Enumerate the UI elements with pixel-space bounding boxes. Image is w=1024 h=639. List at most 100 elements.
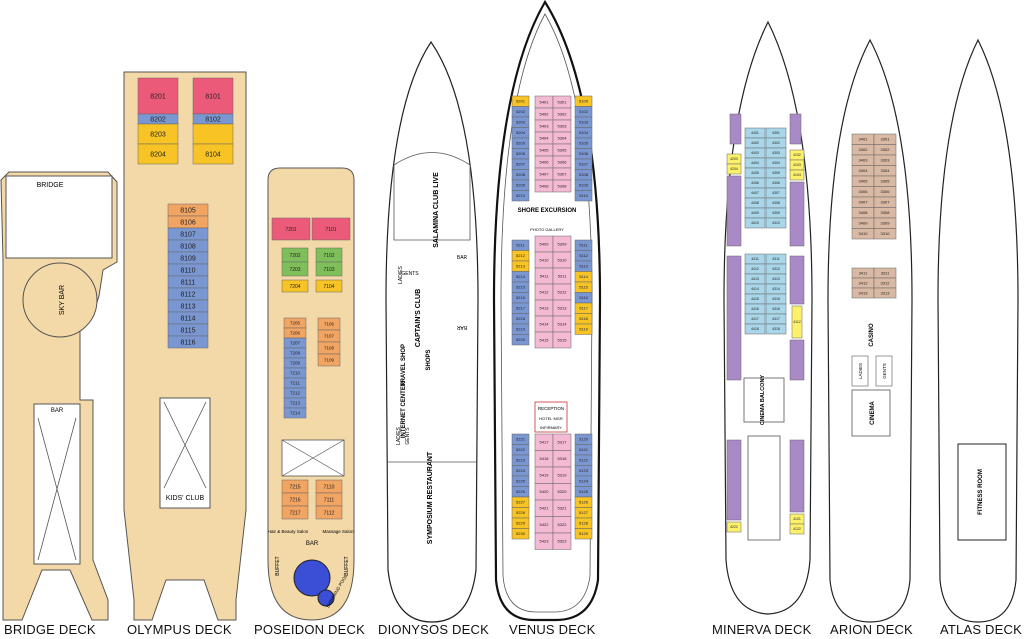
cabin-3307: 3307 xyxy=(873,196,897,208)
cabin-4122: 4122 xyxy=(789,523,805,535)
cabin-number: 8203 xyxy=(150,131,166,138)
cabin-5216: 5216 xyxy=(511,292,530,304)
cabin-box xyxy=(281,261,309,277)
minerva-cabins: 4203420441024103410444014402440344044405… xyxy=(726,113,805,535)
cabin-5102: 5102 xyxy=(574,106,593,118)
cabin-5120: 5120 xyxy=(574,433,593,445)
cabin-4304: 4304 xyxy=(765,157,787,169)
cabin-4312: 4312 xyxy=(765,263,787,275)
cabin-number: 8102 xyxy=(205,116,221,123)
cabin-5411: 5411 xyxy=(534,267,554,285)
cabin-number: 5214 xyxy=(516,274,526,279)
cabin-7201: 7201 xyxy=(271,217,311,241)
cabin-4408: 4408 xyxy=(744,197,766,209)
cabin-8107: 8107 xyxy=(167,227,209,241)
cabin-5407: 5407 xyxy=(534,167,554,181)
cabin-box xyxy=(192,77,234,115)
reception-label: RECEPTION xyxy=(538,406,564,411)
cabin-number: 5202 xyxy=(516,109,526,114)
cabin-5315: 5315 xyxy=(552,331,572,349)
cabin-5322: 5322 xyxy=(552,516,572,534)
cabin-number: 4203 xyxy=(730,157,738,161)
cabin-4305: 4305 xyxy=(765,167,787,179)
cabin-3408: 3408 xyxy=(851,207,875,219)
cabin-number: 5216 xyxy=(516,295,526,300)
cabin-4313: 4313 xyxy=(765,273,787,285)
cabin-5421: 5421 xyxy=(534,499,554,517)
cabin-5301: 5301 xyxy=(552,95,572,109)
cabin-number: 7210 xyxy=(290,371,301,376)
cabin-number: 5109 xyxy=(579,183,589,188)
cabin-number: 3408 xyxy=(859,210,869,215)
cabin-number: 3305 xyxy=(881,179,891,184)
cabin-5227: 5227 xyxy=(511,496,530,508)
cabin-5410: 5410 xyxy=(534,251,554,269)
cabin-box xyxy=(167,335,209,349)
cabin-8110: 8110 xyxy=(167,263,209,277)
cabin-4412: 4412 xyxy=(744,263,766,275)
cabin-3405: 3405 xyxy=(851,175,875,187)
poseidon-bar-label: BAR xyxy=(306,541,319,547)
cabin-number: 3405 xyxy=(859,179,869,184)
cabin-3412: 3412 xyxy=(851,277,875,289)
cabin-number: 8115 xyxy=(180,327,195,334)
cabin-8101: 8101 xyxy=(192,77,234,115)
cabin-number: 5410 xyxy=(540,257,550,262)
cabin-number: 8114 xyxy=(180,315,195,322)
cabin-5205: 5205 xyxy=(511,137,530,149)
cabin-box xyxy=(315,261,343,277)
shore-excursion-label: SHORE EXCURSION xyxy=(518,208,577,214)
cabin-number: 3402 xyxy=(859,147,869,152)
cabin-5126: 5126 xyxy=(574,496,593,508)
cabin-number: 5126 xyxy=(579,500,589,505)
cabin-box xyxy=(137,143,179,165)
cabin-4307: 4307 xyxy=(765,187,787,199)
cabin-number: 4413 xyxy=(751,277,759,281)
cabin-5106: 5106 xyxy=(574,148,593,160)
cabin-5306: 5306 xyxy=(552,155,572,169)
cabin-number: 4403 xyxy=(751,151,759,155)
cabin-box xyxy=(789,113,802,145)
cabin-3404: 3404 xyxy=(851,165,875,177)
cabin-5413: 5413 xyxy=(534,299,554,317)
cabin-number: 3407 xyxy=(859,200,869,205)
cabin-4306: 4306 xyxy=(765,177,787,189)
cabin-8116: 8116 xyxy=(167,335,209,349)
cabin-5105: 5105 xyxy=(574,137,593,149)
travel-shop-label: TRAVEL SHOP xyxy=(401,344,407,386)
casino-label: CASINO xyxy=(869,323,875,347)
gents-room xyxy=(875,355,893,387)
cabin-number: 4312 xyxy=(772,267,780,271)
bridge-bar-label: BAR xyxy=(51,408,64,414)
cabin-number: 3403 xyxy=(859,158,869,163)
symposium-label: SYMPOSIUM RESTAURANT xyxy=(427,451,434,544)
cabin-number: 8110 xyxy=(180,267,195,274)
cabin-number: 3311 xyxy=(881,270,890,275)
cabin-5405: 5405 xyxy=(534,143,554,157)
cabin-number: 5412 xyxy=(540,289,550,294)
hotel-mgr-label: HOTEL MGR xyxy=(539,416,563,421)
cabin-3401: 3401 xyxy=(851,133,875,145)
cabin-number: 5215 xyxy=(516,285,526,290)
cabin-4402: 4402 xyxy=(744,137,766,149)
shops-label: SHOPS xyxy=(426,349,432,370)
cabin-4103: 4103 xyxy=(789,159,805,171)
cabin-number: 4411 xyxy=(751,257,759,261)
cabin-7109: 7109 xyxy=(317,353,341,367)
cabin-5304: 5304 xyxy=(552,131,572,145)
cabin-box xyxy=(789,439,805,513)
cabin-5119: 5119 xyxy=(574,323,593,335)
cabin-number: 3412 xyxy=(859,280,869,285)
cabin-5211: 5211 xyxy=(511,239,530,251)
cabin-number: 8108 xyxy=(180,243,196,250)
cabin-4414: 4414 xyxy=(744,283,766,295)
cabin-5204: 5204 xyxy=(511,127,530,139)
cabin-5404: 5404 xyxy=(534,131,554,145)
cabin-number: 5123 xyxy=(579,468,589,473)
cabin-7111: 7111 xyxy=(315,492,343,507)
cabin-number: 3404 xyxy=(859,168,869,173)
cabin-box xyxy=(726,175,742,247)
cabin-number: 3303 xyxy=(881,158,891,163)
cabin-5111: 5111 xyxy=(574,239,593,251)
cabin-5401: 5401 xyxy=(534,95,554,109)
